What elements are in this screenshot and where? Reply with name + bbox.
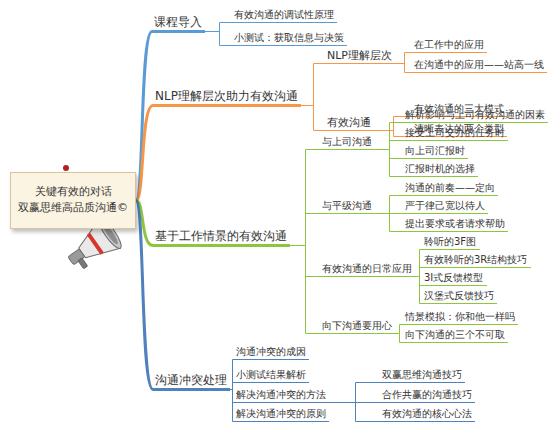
main-branch-topic: 沟通冲突处理: [153, 372, 230, 391]
sub-topic: 聆听的3F图: [422, 235, 480, 250]
sub-topic: 情景模拟：你和他一样吗: [403, 310, 518, 325]
sub-topic: 有效沟通的调试性原理: [232, 8, 337, 23]
topic-text: 向上司汇报时: [405, 145, 466, 157]
topic-text: 小测试结果解析: [236, 369, 307, 381]
sub-topic: 向下沟通要用心: [320, 319, 395, 334]
branch-line: [205, 23, 232, 32]
branch-line: [136, 32, 152, 201]
sub-topic: 有效沟通: [325, 115, 374, 131]
branch-line: [375, 214, 403, 232]
sub-topic: 小测试结果解析: [234, 368, 309, 383]
branch-line: [375, 196, 403, 214]
topic-text: NLP理解层次助力有效沟通: [155, 89, 299, 103]
sub-topic: 与上司沟通: [320, 135, 375, 150]
topic-text: 沟通冲突的成因: [236, 346, 307, 358]
branch-line: [136, 201, 153, 390]
pin: [63, 165, 69, 171]
sub-topic: 沟通的前奏——定向: [403, 181, 498, 196]
sub-topic: 解决沟通冲突的方法: [234, 388, 329, 403]
main-branch-topic: 基于工作情景的有效沟通: [153, 228, 290, 247]
branch-line: [415, 277, 422, 304]
branch-line: [290, 214, 320, 246]
topic-text: 基于工作情景的有效沟通: [155, 229, 288, 243]
sub-topic: 汉堡式反馈技巧: [422, 289, 497, 304]
topic-text: 沟通的前奏——定向: [405, 182, 496, 194]
topic-text: 汇报时机的选择: [405, 163, 476, 175]
topic-text: 接受上司交办的任务时: [405, 127, 506, 139]
sub-topic: 提出要求或者请求帮助: [403, 217, 508, 232]
branch-line: [329, 383, 380, 403]
sub-topic: 3I式反馈模型: [422, 271, 487, 286]
topic-text: 汉堡式反馈技巧: [424, 290, 495, 302]
topic-text: 与上司沟通: [322, 136, 373, 148]
topic-text: 聆听的3F图: [424, 236, 478, 248]
topic-text: 沟通冲突处理: [155, 373, 228, 387]
topic-text: 双赢思维高品质沟通©: [17, 201, 129, 214]
topic-text: 严于律己宽以待人: [405, 200, 486, 212]
branch-line: [329, 403, 380, 422]
sub-topic: 双赢思维沟通技巧: [380, 368, 465, 383]
topic-text: 合作共赢的沟通技巧: [382, 389, 473, 401]
sub-topic: NLP理解层次: [325, 48, 395, 64]
branch-line: [395, 53, 412, 64]
branch-line: [415, 277, 422, 286]
sub-topic: 合作共赢的沟通技巧: [380, 388, 475, 403]
branch-line: [290, 246, 320, 334]
sub-topic: 有效沟通的核心心法: [380, 407, 475, 422]
topic-text: 关键有效的对话: [17, 185, 129, 198]
sub-topic: 向上司汇报时: [403, 144, 468, 159]
sub-topic: 汇报时机的选择: [403, 162, 478, 177]
sub-topic: 沟通冲突的成因: [234, 345, 309, 360]
topic-text: 课程导入: [154, 15, 203, 29]
branch-line: [301, 64, 325, 106]
sub-topic: 有效沟通的日常应用: [320, 262, 415, 277]
sub-topic: 解决沟通冲突的原则: [234, 407, 329, 422]
main-branch-topic: 课程导入: [152, 14, 205, 33]
main-branch-topic: NLP理解层次助力有效沟通: [153, 88, 301, 107]
sub-topic: 小测试：获取信息与决策: [232, 31, 347, 46]
branch-line: [375, 141, 403, 150]
topic-text: 小测试：获取信息与决策: [234, 32, 345, 44]
topic-text: 解决沟通冲突的原则: [236, 408, 327, 420]
topic-text: 向下沟通的三个不可取: [405, 329, 506, 341]
topic-text: 解析影响与上司有效沟通的因素: [405, 109, 546, 121]
topic-text: 有效聆听的3R结构技巧: [424, 254, 529, 266]
topic-text: 在工作中的应用: [414, 39, 485, 51]
topic-text: 有效沟通的核心心法: [382, 408, 473, 420]
topic-text: 有效沟通: [327, 116, 372, 129]
topic-text: 向下沟通要用心: [322, 320, 393, 332]
topic-text: 在沟通中的应用——站高一线: [414, 59, 545, 71]
branch-line: [395, 334, 403, 343]
branch-line: [375, 150, 403, 177]
sub-topic: 与平级沟通: [320, 199, 375, 214]
branch-line: [395, 325, 403, 334]
branch-line: [290, 150, 320, 246]
topic-text: 双赢思维沟通技巧: [382, 369, 463, 381]
topic-text: 解决沟通冲突的方法: [236, 389, 327, 401]
topic-text: 与平级沟通: [322, 200, 373, 212]
topic-text: 提出要求或者请求帮助: [405, 218, 506, 230]
sub-topic: 严于律己宽以待人: [403, 199, 488, 214]
topic-text: 有效沟通的日常应用: [322, 263, 413, 275]
branch-line: [375, 123, 403, 150]
sub-topic: 在工作中的应用: [412, 38, 487, 53]
branch-line: [415, 250, 422, 277]
sub-topic: 接受上司交办的任务时: [403, 126, 508, 141]
sub-topic: 向下沟通的三个不可取: [403, 328, 508, 343]
topic-text: NLP理解层次: [327, 49, 393, 62]
sub-topic: 解析影响与上司有效沟通的因素: [403, 108, 548, 123]
sub-topic: 有效聆听的3R结构技巧: [422, 253, 531, 268]
root-topic: 关键有效的对话双赢思维高品质沟通©: [10, 172, 136, 229]
sub-topic: 在沟通中的应用——站高一线: [412, 58, 547, 73]
branch-line: [301, 106, 325, 131]
branch-line: [205, 32, 232, 46]
branch-line: [136, 106, 153, 201]
topic-text: 有效沟通的调试性原理: [234, 9, 335, 21]
topic-text: 情景模拟：你和他一样吗: [405, 311, 516, 323]
branch-line: [395, 64, 412, 73]
branch-line: [415, 268, 422, 277]
topic-text: 3I式反馈模型: [424, 272, 485, 284]
